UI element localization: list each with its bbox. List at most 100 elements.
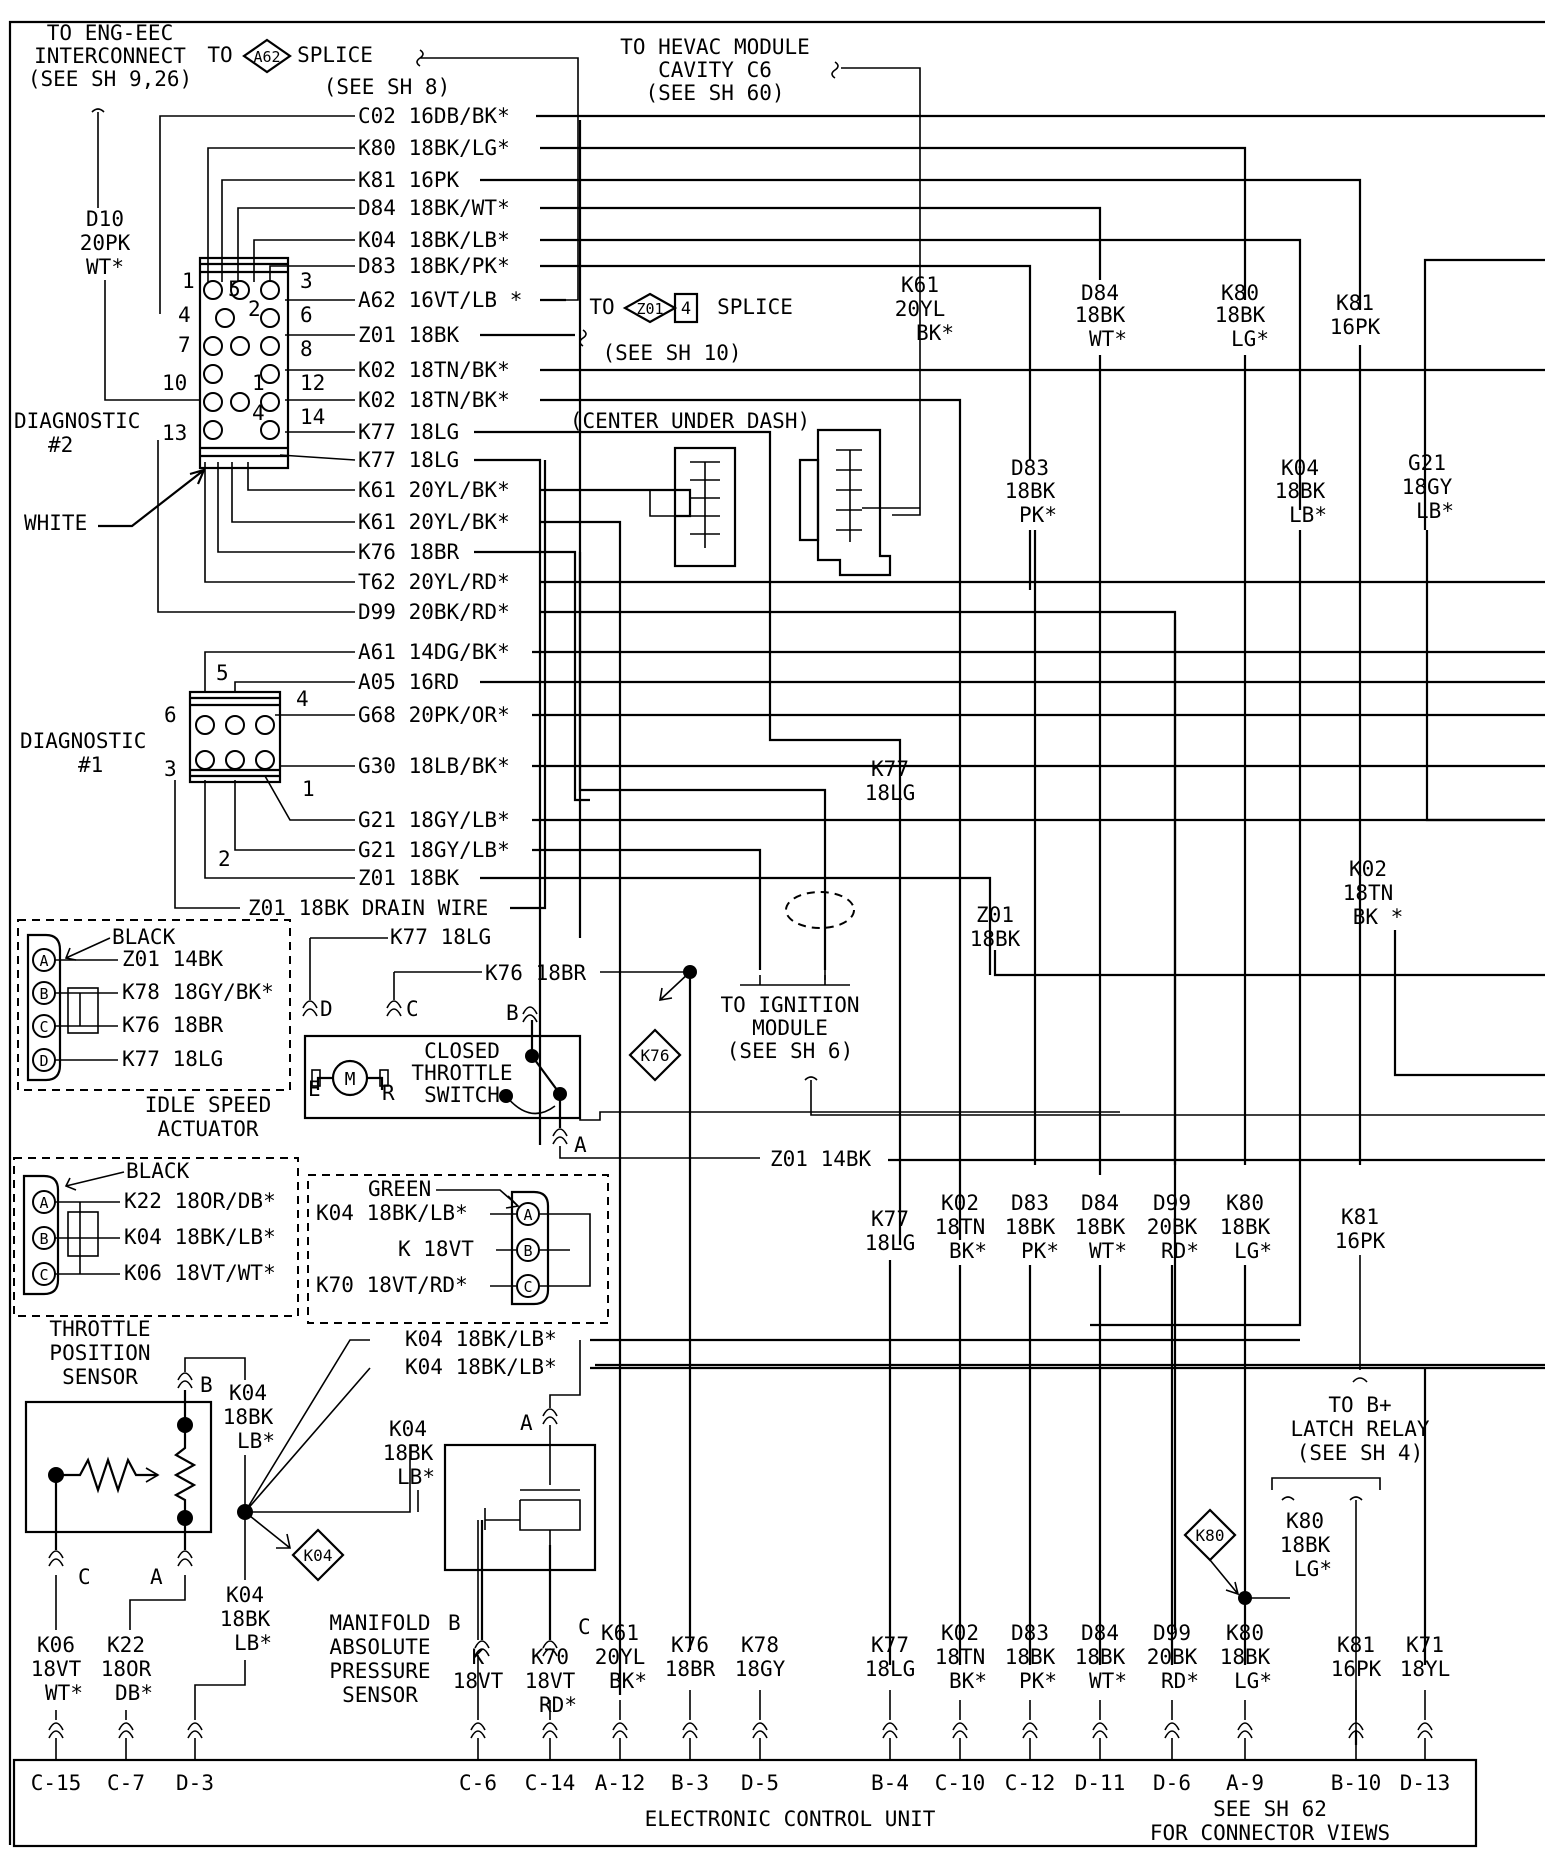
tps-pin: A xyxy=(39,1194,48,1212)
bottom-label: 18GY xyxy=(735,1657,786,1681)
tps-k04-lower: 18BK xyxy=(220,1607,271,1631)
upper-vertical-labels: K61 20YL BK* D84 18BK WT* K80 18BK LG* K… xyxy=(865,273,1454,951)
latch-line1: TO B+ xyxy=(1328,1393,1391,1417)
ecu-note-2: FOR CONNECTOR VIEWS xyxy=(1150,1821,1390,1845)
wire-label: T62 20YL/RD* xyxy=(358,570,510,594)
a62-splice-callout: TO A62 SPLICE (SEE SH 8) xyxy=(207,38,579,301)
ecu-pin: D-5 xyxy=(741,1771,779,1795)
bottom-label: WT* xyxy=(1089,1669,1127,1693)
map-C: C xyxy=(578,1615,591,1639)
ecu-pin: C-6 xyxy=(459,1771,497,1795)
map-title-3: PRESSURE xyxy=(329,1659,430,1683)
vlabel: 18BK xyxy=(1215,303,1266,327)
diag1-wire-labels: A61 14DG/BK* A05 16RD G68 20PK/OR* G30 1… xyxy=(248,640,510,920)
diag2-pin: 4 xyxy=(252,401,265,425)
wire-label: K76 18BR xyxy=(358,540,460,564)
ignition-line1: TO IGNITION xyxy=(720,993,859,1017)
z01-splice-callout: TO Z01 4 SPLICE (SEE SH 10) xyxy=(579,292,793,365)
ignition-line2: MODULE xyxy=(752,1016,828,1040)
mid-label: K02 xyxy=(941,1191,979,1215)
mid-label: 20BK xyxy=(1147,1215,1198,1239)
mid-label: D99 xyxy=(1153,1191,1191,1215)
wire-label: K61 20YL/BK* xyxy=(358,478,510,502)
map-B: B xyxy=(448,1611,461,1635)
ecu-note-1: SEE SH 62 xyxy=(1213,1797,1327,1821)
vlabel: BK * xyxy=(1353,905,1404,929)
bottom-label: K76 xyxy=(671,1633,709,1657)
hevac-line2: CAVITY C6 xyxy=(658,58,772,82)
mid-label: PK* xyxy=(1021,1239,1059,1263)
ecu-pin: A-12 xyxy=(595,1771,646,1795)
z01-see: (SEE SH 10) xyxy=(602,341,741,365)
map-sensor-connector: GREEN A B C K04 18BK/LB* K 18VT K70 18VT… xyxy=(307,1174,609,1324)
center-dash-label: (CENTER UNDER DASH) xyxy=(570,409,810,433)
isa-pin: B xyxy=(39,985,48,1003)
tps-pin: B xyxy=(39,1230,48,1248)
bottom-label: K81 xyxy=(1337,1633,1375,1657)
d10-color: WT* xyxy=(86,255,124,279)
diag2-pin: 12 xyxy=(300,371,325,395)
switch-line2: THROTTLE xyxy=(411,1061,512,1085)
diag1-pin: 6 xyxy=(164,703,177,727)
diag2-pin: 2 xyxy=(248,297,261,321)
bottom-label: K61 xyxy=(601,1621,639,1645)
k80-lower: LG* xyxy=(1294,1557,1332,1581)
wire-label: D99 20BK/RD* xyxy=(358,600,510,624)
map-pin: B xyxy=(523,1242,532,1260)
wire-label: K02 18TN/BK* xyxy=(358,358,510,382)
diag1-num: #1 xyxy=(78,753,103,777)
diag2-num: #2 xyxy=(48,433,73,457)
mid-label: 18LG xyxy=(865,1231,916,1255)
bottom-label: 18TN xyxy=(935,1645,986,1669)
middle-circuit-labels: K77 18LG K02 18TN BK* D83 18BK PK* D84 1… xyxy=(865,1191,1386,1263)
eng-eec-line1: TO ENG-EEC xyxy=(47,21,173,45)
diag2-pin: 8 xyxy=(300,337,313,361)
center-under-dash: (CENTER UNDER DASH) xyxy=(570,409,920,577)
hevac-callout: TO HEVAC MODULE CAVITY C6 (SEE SH 60) xyxy=(620,35,921,516)
idle-speed-actuator: A B C D BLACK Z01 14BK K78 18GY/BK* K76 … xyxy=(17,120,1545,1650)
vlabel: K80 xyxy=(1221,281,1259,305)
tps-wire: K22 18OR/DB* xyxy=(124,1189,276,1213)
bottom-label: D84 xyxy=(1081,1621,1119,1645)
bottom-label: 18LG xyxy=(865,1657,916,1681)
diagnostic-2-connector: 1 2 3 4 5 6 7 8 10 1 12 13 4 14 DIAGNOST… xyxy=(14,256,325,535)
ecu-pin: B-3 xyxy=(671,1771,709,1795)
bottom-label: D99 xyxy=(1153,1621,1191,1645)
mid-label: LG* xyxy=(1234,1239,1272,1263)
bottom-circuit-labels: K06 18VT WT* K22 18OR DB* K 18VT K70 18V… xyxy=(31,1621,1451,1717)
diag1-wire-routes xyxy=(174,651,355,909)
isa-pin: D xyxy=(39,1052,48,1070)
wire-label: K04 18BK/LB* xyxy=(358,228,510,252)
k76-splice-tag: K76 xyxy=(641,1046,670,1065)
map-k04v: K04 xyxy=(389,1417,427,1441)
z01-to: TO xyxy=(589,295,614,319)
isa-wire: K77 18LG xyxy=(122,1047,223,1071)
tps-title-3: SENSOR xyxy=(62,1365,138,1389)
tps-k04-label: LB* xyxy=(237,1429,275,1453)
tps-title-2: POSITION xyxy=(49,1341,150,1365)
map-title-4: SENSOR xyxy=(342,1683,418,1707)
isa-A: A xyxy=(574,1133,587,1157)
wire-label: K61 20YL/BK* xyxy=(358,510,510,534)
electronic-control-unit: C-15 C-7 D-3 C-6 C-14 A-12 B-3 D-5 B-4 C… xyxy=(12,1758,1478,1848)
vlabel: D84 xyxy=(1081,281,1119,305)
isa-pin: C xyxy=(39,1018,48,1036)
isa-title-2: ACTUATOR xyxy=(157,1117,259,1141)
mid-label: 18TN xyxy=(935,1215,986,1239)
tps-k04-label: 18BK xyxy=(223,1405,274,1429)
isa-wire: K76 18BR xyxy=(122,1013,224,1037)
ecu-pin: D-3 xyxy=(176,1771,214,1795)
wire-label: C02 16DB/BK* xyxy=(358,104,510,128)
isa-k76-wire: K76 18BR xyxy=(485,961,587,985)
eng-eec-line2: INTERCONNECT xyxy=(34,44,186,68)
tps-k04-lower: K04 xyxy=(226,1583,264,1607)
k80-splice-tag: K80 xyxy=(1196,1526,1225,1545)
vlabel: K04 xyxy=(1281,456,1319,480)
ecu-pin: C-15 xyxy=(31,1771,82,1795)
bottom-label: 20YL xyxy=(595,1645,646,1669)
isa-k77-wire: K77 18LG xyxy=(390,925,491,949)
bottom-label: LG* xyxy=(1234,1669,1272,1693)
latch-line2: LATCH RELAY xyxy=(1290,1417,1429,1441)
bottom-label: 18BK xyxy=(1075,1645,1126,1669)
